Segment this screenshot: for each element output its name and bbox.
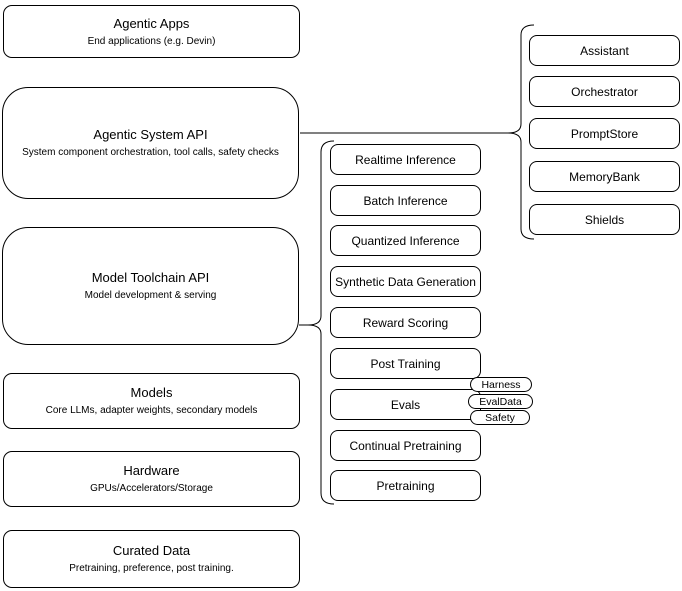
- node-pretraining: Pretraining: [330, 470, 481, 501]
- node-orchestrator: Orchestrator: [529, 76, 680, 107]
- box-agentic-apps-title: Agentic Apps: [113, 15, 190, 31]
- box-models: Models Core LLMs, adapter weights, secon…: [3, 373, 300, 429]
- box-model-toolchain-api-title: Model Toolchain API: [91, 270, 210, 285]
- tag-evaldata: EvalData: [468, 394, 533, 409]
- box-hardware-subtitle: GPUs/Accelerators/Storage: [90, 483, 213, 494]
- box-models-title: Models: [130, 385, 173, 400]
- node-synthetic-data-generation: Synthetic Data Generation: [330, 266, 481, 297]
- node-evals: Evals: [330, 389, 481, 420]
- box-agentic-system-api-title: Agentic System API: [93, 127, 208, 142]
- node-assistant: Assistant: [529, 35, 680, 66]
- box-models-subtitle: Core LLMs, adapter weights, secondary mo…: [45, 405, 258, 416]
- node-promptstore: PromptStore: [529, 118, 680, 149]
- box-agentic-apps: Agentic Apps End applications (e.g. Devi…: [3, 5, 300, 58]
- tag-safety: Safety: [470, 410, 530, 425]
- box-agentic-system-api: Agentic System API System component orch…: [2, 87, 299, 199]
- node-realtime-inference: Realtime Inference: [330, 144, 481, 175]
- box-hardware-title: Hardware: [123, 463, 180, 478]
- node-post-training: Post Training: [330, 348, 481, 379]
- box-curated-data-subtitle: Pretraining, preference, post training.: [69, 563, 234, 574]
- box-model-toolchain-api-subtitle: Model development & serving: [84, 290, 217, 301]
- node-shields: Shields: [529, 204, 680, 235]
- box-curated-data-title: Curated Data: [112, 543, 191, 558]
- node-reward-scoring: Reward Scoring: [330, 307, 481, 338]
- box-model-toolchain-api: Model Toolchain API Model development & …: [2, 227, 299, 345]
- box-hardware: Hardware GPUs/Accelerators/Storage: [3, 451, 300, 507]
- box-curated-data: Curated Data Pretraining, preference, po…: [3, 530, 300, 588]
- box-agentic-apps-subtitle: End applications (e.g. Devin): [87, 35, 216, 47]
- box-agentic-system-api-subtitle: System component orchestration, tool cal…: [22, 147, 279, 158]
- node-quantized-inference: Quantized Inference: [330, 225, 481, 256]
- node-memorybank: MemoryBank: [529, 161, 680, 192]
- tag-harness: Harness: [470, 377, 532, 392]
- node-continual-pretraining: Continual Pretraining: [330, 430, 481, 461]
- node-batch-inference: Batch Inference: [330, 185, 481, 216]
